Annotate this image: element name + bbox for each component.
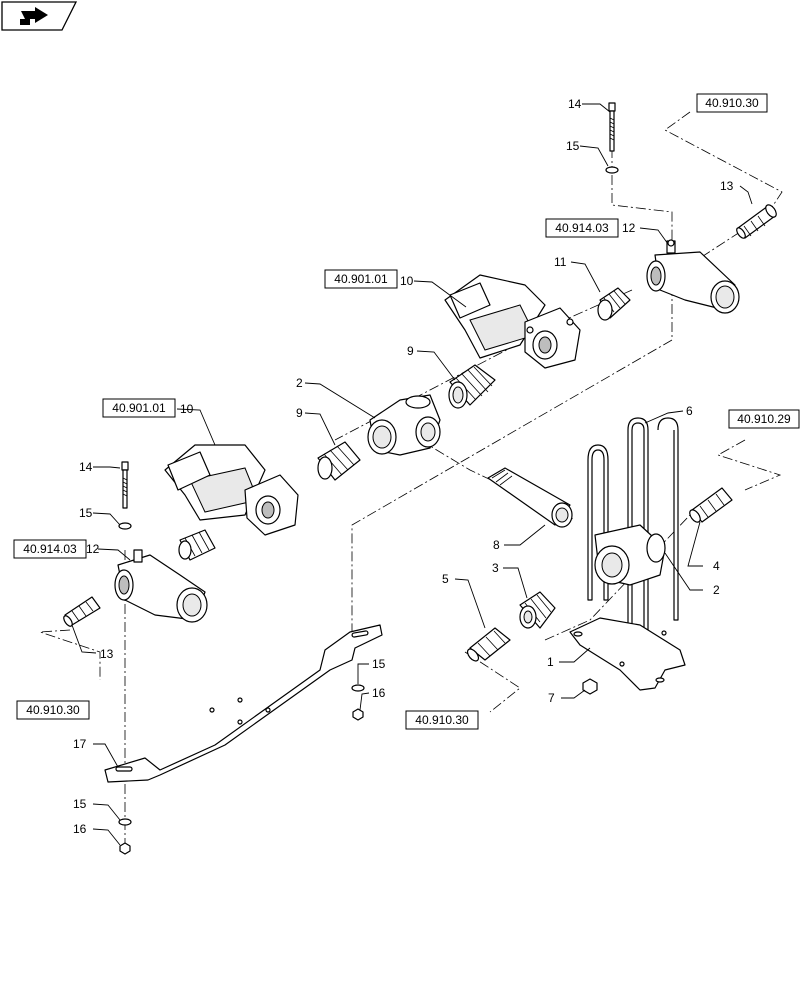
ref-label: 40.914.03: [23, 542, 77, 556]
mounting-bracket-1: [569, 617, 686, 691]
ref-box-40-914-03-top[interactable]: 40.914.03: [545, 218, 619, 238]
callout-7: 7: [548, 691, 555, 705]
washer-15-left: [118, 522, 132, 530]
ref-label: 40.901.01: [112, 401, 166, 415]
bushing-3: [519, 591, 556, 629]
callout-15-center: 15: [372, 657, 386, 671]
ref-box-40-901-01-left[interactable]: 40.901.01: [102, 398, 176, 418]
hose-barb-5: [466, 627, 511, 662]
ref-label: 40.910.30: [705, 96, 759, 110]
nut-16-bottom: [119, 842, 131, 855]
ref-box-40-910-29[interactable]: 40.910.29: [728, 409, 800, 429]
washer-15-top: [605, 166, 619, 174]
fitting-11: [597, 287, 631, 321]
callout-labels: 14 15 13 12 11 10 9 2 9 10 6 14 15 12 8 …: [73, 97, 734, 836]
tee-fitting-2-right: [594, 524, 666, 586]
ref-box-40-914-03-left[interactable]: 40.914.03: [13, 539, 87, 559]
hose-barb-13-left: [63, 596, 101, 627]
callout-15-left: 15: [79, 506, 93, 520]
hose-barb-13-top: [736, 204, 777, 239]
callout-13-top: 13: [720, 179, 734, 193]
ref-box-40-910-30-bottom[interactable]: 40.910.30: [405, 710, 479, 730]
callout-4: 4: [713, 559, 720, 573]
callout-11: 11: [554, 255, 567, 269]
valve-body-12-left: [114, 549, 208, 623]
callout-2-right: 2: [713, 583, 720, 597]
ref-label: 40.901.01: [334, 272, 388, 286]
ref-box-40-901-01-top[interactable]: 40.901.01: [324, 269, 398, 289]
long-bracket-17: [104, 624, 383, 783]
ref-box-40-910-30-left[interactable]: 40.910.30: [16, 700, 90, 720]
callout-14-top: 14: [568, 97, 582, 111]
ref-label: 40.914.03: [555, 221, 609, 235]
callout-9-left: 9: [296, 406, 303, 420]
ref-label: 40.910.29: [737, 412, 791, 426]
callout-16-center: 16: [372, 686, 386, 700]
bolt-14-left: [121, 461, 129, 509]
washer-15-center: [351, 684, 365, 692]
callout-12-left: 12: [86, 542, 100, 556]
nut-16-center: [352, 708, 364, 721]
callout-6: 6: [686, 404, 693, 418]
callout-9-top: 9: [407, 344, 414, 358]
ref-label: 40.910.30: [415, 713, 469, 727]
callout-10-left: 10: [180, 402, 194, 416]
ref-box-40-910-30-top[interactable]: 40.910.30: [696, 93, 768, 113]
callout-15-bottom: 15: [73, 797, 87, 811]
callout-3: 3: [492, 561, 499, 575]
callout-8: 8: [493, 538, 500, 552]
centerlines: [39, 111, 783, 850]
callout-13-left: 13: [100, 647, 114, 661]
coupling-9-top: [448, 364, 496, 409]
callout-1: 1: [547, 655, 554, 669]
callout-17: 17: [73, 737, 87, 751]
ref-label: 40.910.30: [26, 703, 80, 717]
callout-5: 5: [442, 572, 449, 586]
washer-15-bottom: [118, 818, 132, 826]
tee-fitting-2: [367, 394, 441, 456]
next-page-arrow-icon[interactable]: [1, 1, 78, 31]
pipe-nipple-8: [487, 467, 573, 528]
callout-10-top: 10: [400, 274, 414, 288]
solenoid-valve-10-left: [164, 444, 299, 536]
callout-15-top: 15: [566, 139, 580, 153]
callout-14-left: 14: [79, 460, 93, 474]
callout-12-top: 12: [622, 221, 636, 235]
callout-2-tee: 2: [296, 376, 303, 390]
coupling-9-left: [317, 441, 361, 481]
fitting-11-left: [178, 529, 216, 561]
leader-lines: [71, 103, 753, 846]
valve-body-12-top: [646, 239, 740, 314]
hose-barb-4: [689, 487, 733, 523]
solenoid-valve-10-top: [444, 274, 581, 369]
bolt-14-top: [608, 102, 616, 152]
callout-16-bottom: 16: [73, 822, 87, 836]
nut-7: [582, 678, 598, 695]
